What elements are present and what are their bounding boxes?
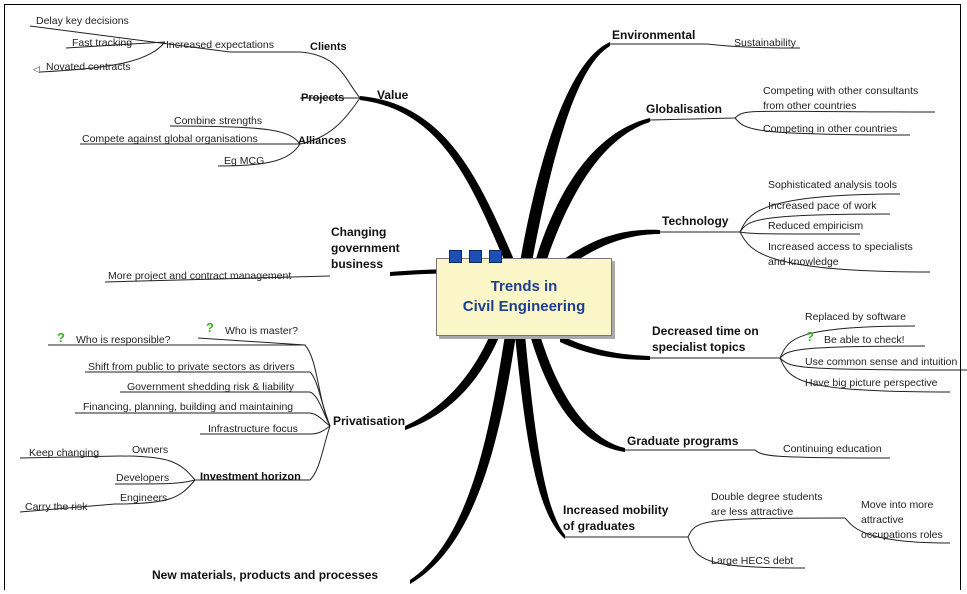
central-title-line2: Civil Engineering — [462, 298, 586, 315]
open-arrow-icon: ◁ — [33, 64, 40, 74]
node-carry-the-risk[interactable]: Carry the risk — [25, 501, 88, 513]
node-double-degree[interactable]: Double degree students are less attracti… — [711, 490, 823, 520]
question-mark-icon: ? — [57, 330, 65, 345]
node-large-hecs-debt[interactable]: Large HECS debt — [711, 555, 794, 567]
central-title-line1: Trends in — [490, 278, 558, 295]
increased-access-line1: Increased access to specialists — [768, 241, 913, 253]
question-mark-icon: ? — [806, 329, 814, 344]
topic-decreased-time[interactable]: Decreased time on specialist topics — [652, 323, 759, 355]
node-reduced-empiricism[interactable]: Reduced empiricism — [768, 220, 864, 232]
node-financing-planning[interactable]: Financing, planning, building and mainta… — [83, 401, 294, 413]
central-topic-title: Trends in Civil Engineering — [437, 277, 611, 317]
branch-mobility — [515, 335, 565, 539]
branch-decreased-time — [560, 335, 650, 360]
decreased-time-line2: specialist topics — [652, 340, 746, 354]
mobility-line2: of graduates — [563, 519, 636, 533]
move-into-line2: attractive — [861, 514, 904, 526]
node-common-sense[interactable]: Use common sense and intuition — [805, 356, 958, 368]
changing-gov-line3: business — [331, 257, 384, 271]
increased-access-line2: and knowledge — [768, 256, 839, 268]
topic-increased-mobility[interactable]: Increased mobility of graduates — [563, 502, 668, 534]
node-who-is-responsible[interactable]: Who is responsible? — [76, 334, 171, 346]
topic-technology[interactable]: Technology — [662, 214, 729, 228]
double-degree-line2: are less attractive — [711, 506, 794, 518]
node-novated-contracts[interactable]: Novated contracts — [46, 61, 131, 73]
branch-new-materials — [410, 335, 516, 584]
node-developers[interactable]: Developers — [116, 472, 170, 484]
topic-globalisation[interactable]: Globalisation — [646, 102, 723, 116]
node-more-project-management[interactable]: More project and contract management — [108, 270, 292, 282]
topic-value[interactable]: Value — [377, 88, 409, 102]
question-mark-icon: ? — [206, 320, 214, 335]
node-continuing-education[interactable]: Continuing education — [783, 443, 882, 455]
branch-value — [360, 96, 515, 262]
topic-environmental[interactable]: Environmental — [612, 28, 696, 42]
node-be-able-to-check[interactable]: Be able to check! — [824, 334, 905, 346]
topic-new-materials[interactable]: New materials, products and processes — [152, 568, 379, 582]
subtopic-alliances[interactable]: Alliances — [298, 135, 347, 147]
node-eg-mcg[interactable]: Eg MCG — [224, 155, 265, 167]
node-competing-other-countries[interactable]: Competing in other countries — [763, 123, 898, 135]
branch-privatisation — [405, 335, 500, 430]
node-competing-consultants[interactable]: Competing with other consultants from ot… — [763, 84, 918, 114]
node-increased-pace[interactable]: Increased pace of work — [768, 200, 877, 212]
node-fast-tracking[interactable]: Fast tracking — [72, 37, 133, 49]
subtopic-projects[interactable]: Projects — [301, 92, 345, 104]
branch-environmental — [520, 42, 610, 262]
changing-gov-line2: government — [331, 241, 400, 255]
node-move-into-more[interactable]: Move into more attractive occupations ro… — [861, 498, 943, 543]
blue-square-icon — [489, 250, 502, 263]
competing-consultants-line1: Competing with other consultants — [763, 85, 919, 97]
node-sophisticated-analysis[interactable]: Sophisticated analysis tools — [768, 179, 897, 191]
page-frame — [4, 4, 961, 590]
decreased-time-line1: Decreased time on — [652, 324, 759, 338]
node-big-picture[interactable]: Have big picture perspective — [805, 377, 938, 389]
node-replaced-by-software[interactable]: Replaced by software — [805, 311, 906, 323]
changing-gov-line1: Changing — [331, 225, 387, 239]
double-degree-line1: Double degree students — [711, 491, 823, 503]
node-shift-public-private[interactable]: Shift from public to private sectors as … — [88, 361, 295, 373]
topic-graduate-programs[interactable]: Graduate programs — [627, 434, 739, 448]
subtopic-clients[interactable]: Clients — [310, 41, 347, 53]
node-government-shedding-risk[interactable]: Government shedding risk & liability — [127, 381, 294, 393]
node-owners[interactable]: Owners — [132, 444, 169, 456]
central-topic[interactable]: Trends in Civil Engineering — [436, 250, 612, 336]
branch-globalisation — [535, 118, 650, 262]
node-increased-expectations[interactable]: Increased expectations — [166, 39, 274, 51]
subtopic-investment-horizon[interactable]: Investment horizon — [200, 471, 301, 483]
move-into-line3: occupations roles — [861, 529, 943, 541]
branch-technology — [560, 229, 660, 264]
topic-privatisation[interactable]: Privatisation — [333, 414, 406, 428]
blue-square-icon — [469, 250, 482, 263]
node-sustainability[interactable]: Sustainability — [734, 37, 796, 49]
node-engineers[interactable]: Engineers — [120, 492, 168, 504]
node-combine-strengths[interactable]: Combine strengths — [174, 115, 263, 127]
move-into-line1: Move into more — [861, 499, 934, 511]
node-delay-key-decisions[interactable]: Delay key decisions — [36, 15, 129, 27]
blue-square-icon — [449, 250, 462, 263]
topic-changing-government-business[interactable]: Changing government business — [331, 224, 400, 272]
mobility-line1: Increased mobility — [563, 503, 669, 517]
node-keep-changing[interactable]: Keep changing — [29, 447, 100, 459]
node-compete-global[interactable]: Compete against global organisations — [82, 133, 258, 145]
competing-consultants-line2: from other countries — [763, 100, 857, 112]
branch-graduate — [530, 335, 625, 452]
node-infrastructure-focus[interactable]: Infrastructure focus — [208, 423, 298, 435]
node-who-is-master[interactable]: Who is master? — [225, 325, 298, 337]
node-increased-access[interactable]: Increased access to specialists and know… — [768, 240, 913, 270]
